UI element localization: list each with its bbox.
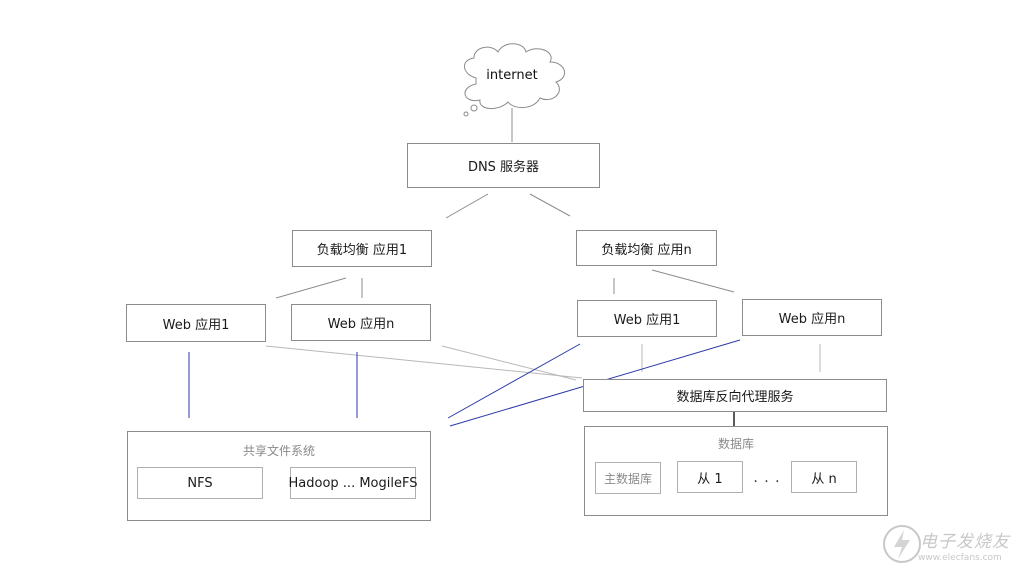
watermark-bolt-icon — [894, 530, 910, 559]
master-db-label: 主数据库 — [603, 471, 652, 486]
web-app-n-right-box: Web 应用n — [742, 299, 882, 336]
internet-cloud-shape — [464, 43, 565, 109]
load-balancer-n-label: 负载均衡 应用n — [601, 242, 692, 258]
web-app-1-left-label: Web 应用1 — [162, 317, 230, 333]
load-balancer-1-label: 负载均衡 应用1 — [316, 243, 408, 258]
watermark-logo — [883, 525, 921, 563]
slave-ellipsis: . . . — [753, 470, 781, 486]
line-web1-dbproxy — [265, 345, 583, 379]
line-lbn-webn — [651, 269, 735, 293]
line-dns-lb1 — [445, 193, 489, 219]
web-app-1-right-box: Web 应用1 — [577, 300, 717, 337]
nfs-box: NFS — [137, 467, 263, 499]
db-proxy-box: 数据库反向代理服务 — [583, 379, 887, 412]
web-app-n-left-label: Web 应用n — [327, 317, 395, 332]
line-dns-lbn — [529, 193, 571, 217]
web-app-1-left-box: Web 应用1 — [126, 304, 266, 342]
line-webn-dbproxy — [441, 345, 577, 381]
line-lb1-web1 — [275, 277, 347, 299]
database-group: 数据库 主数据库 从 1 从 n — [584, 426, 888, 516]
shared-fs-title: 共享文件系统 — [242, 444, 315, 458]
hadoop-mogilefs-box: Hadoop ... MogileFS — [288, 467, 418, 499]
load-balancer-n-box: 负载均衡 应用n — [576, 230, 717, 266]
web-app-n-right-label: Web 应用n — [778, 312, 846, 327]
master-db-box: 主数据库 — [595, 462, 661, 494]
dns-server-box: DNS 服务器 — [407, 143, 600, 188]
dns-server-label: DNS 服务器 — [467, 160, 540, 175]
web-app-n-left-box: Web 应用n — [291, 304, 431, 341]
watermark-circle — [883, 525, 921, 563]
shared-fs-group: 共享文件系统 NFS Hadoop ... MogileFS — [127, 431, 431, 521]
slave-db-1-box: 从 1 — [677, 461, 743, 493]
load-balancer-1-box: 负载均衡 应用1 — [292, 230, 432, 267]
db-proxy-label: 数据库反向代理服务 — [676, 390, 794, 405]
slave-db-n-label: 从 n — [811, 471, 837, 487]
hadoop-mogilefs-label: Hadoop ... MogileFS — [288, 475, 418, 491]
watermark-url: www.elecfans.com — [918, 553, 1002, 563]
database-title: 数据库 — [717, 437, 754, 451]
slave-db-n-box: 从 n — [791, 461, 857, 493]
watermark-text: 电子发烧友 — [920, 532, 1010, 552]
line-rweb1-sharedfs — [447, 343, 581, 419]
web-app-1-right-label: Web 应用1 — [613, 313, 681, 328]
slave-db-1-label: 从 1 — [697, 471, 723, 487]
cloud-tail-dot — [470, 104, 478, 112]
nfs-label: NFS — [187, 475, 213, 491]
internet-label: internet — [486, 68, 538, 83]
cloud-tail-dot — [463, 111, 469, 117]
